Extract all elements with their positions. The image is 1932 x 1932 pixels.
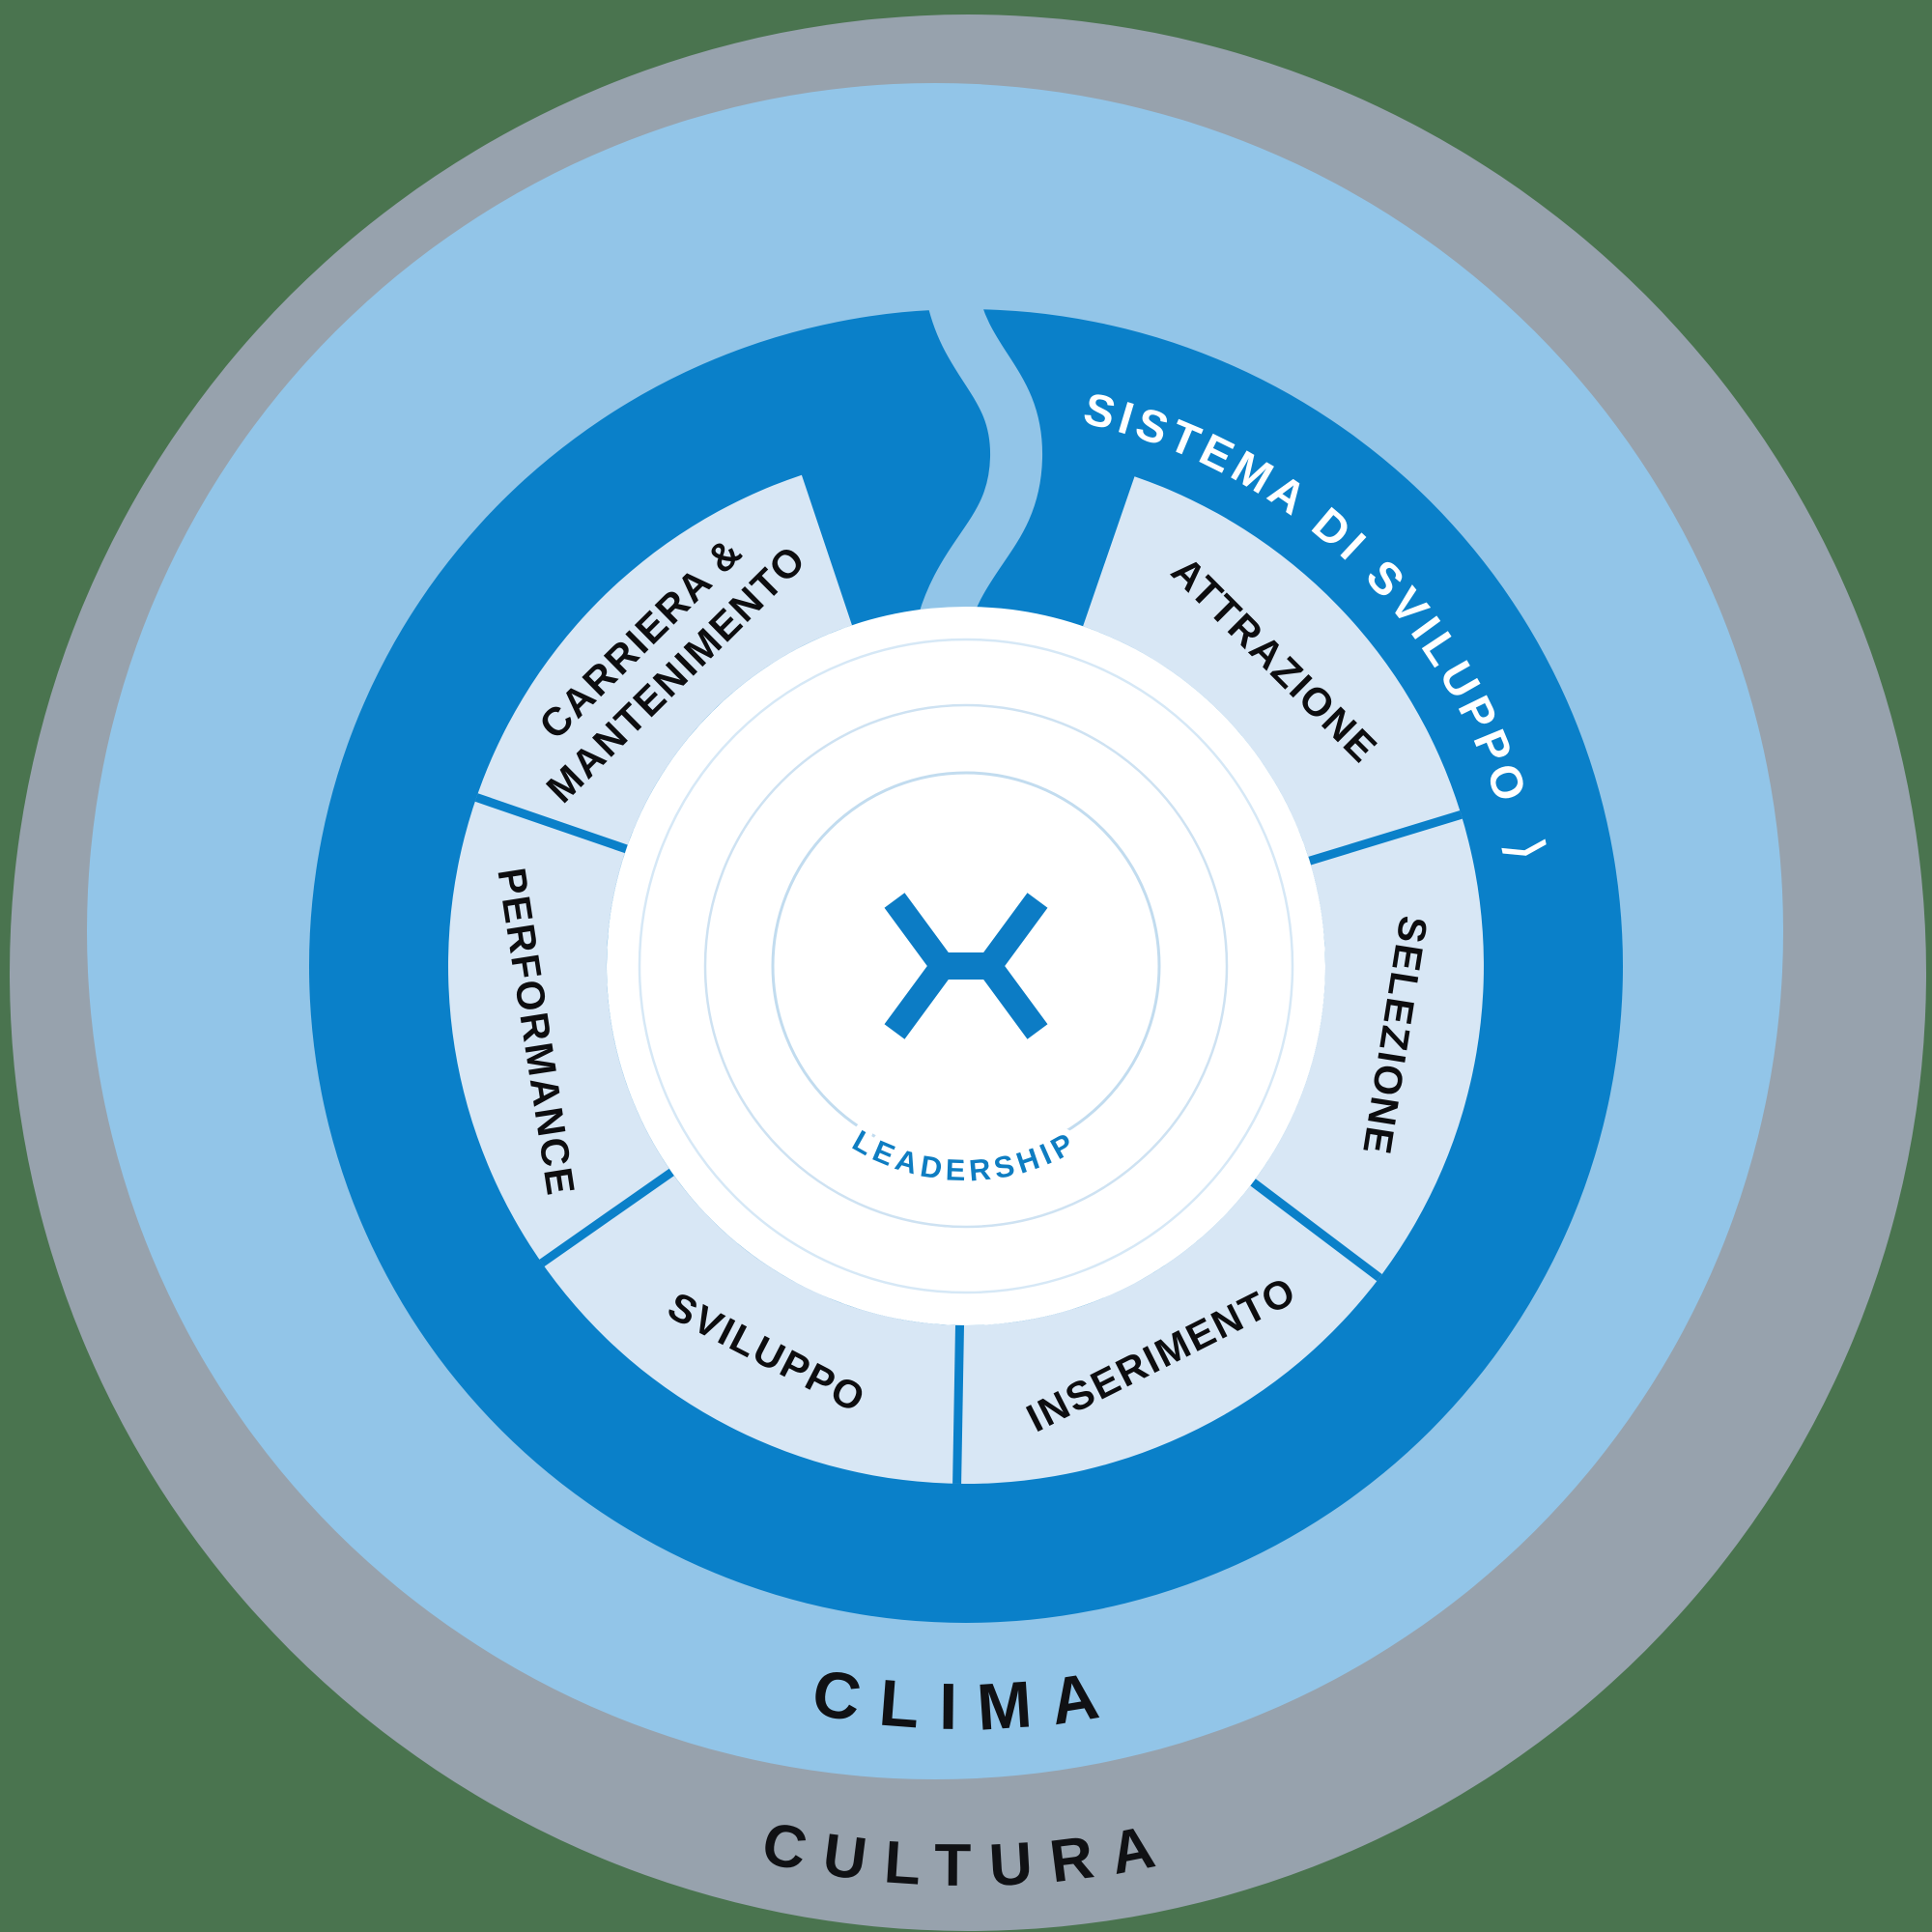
divider-sviluppo-performance <box>539 1168 674 1267</box>
divider-performance-carriera <box>474 793 628 854</box>
clima-label: CLIMA <box>808 1656 1124 1745</box>
x-logo-icon <box>884 893 1048 1039</box>
concentric-arc-outer <box>638 638 1294 1294</box>
clima-text: CLIMA <box>808 1656 1103 1745</box>
cycle-gap-s-curve <box>913 286 1042 646</box>
divider-selezione-inserimento <box>1250 1179 1382 1282</box>
divider-attrazione-selezione <box>1308 810 1463 866</box>
x-logo-bridge <box>933 952 999 980</box>
concentric-arc-inner <box>771 771 1161 1161</box>
wedge-ring <box>447 474 1484 1484</box>
concentric-arc-middle <box>703 703 1229 1229</box>
divider-inserimento-sviluppo <box>952 1324 964 1484</box>
wedge-dividers <box>474 793 1463 1484</box>
